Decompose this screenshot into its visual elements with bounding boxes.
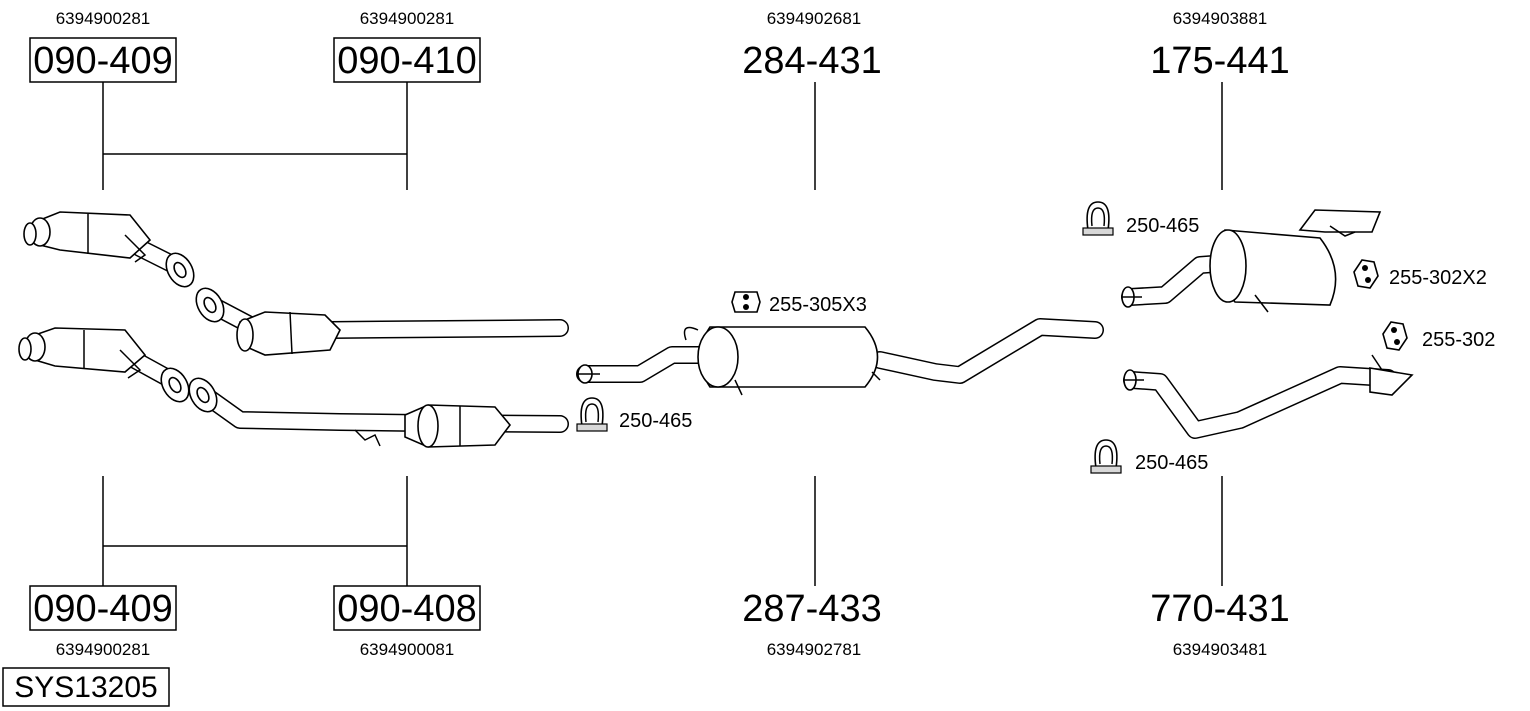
part-175-441-code[interactable]: 175-441 <box>1150 40 1289 82</box>
clamp-icon[interactable] <box>1082 201 1114 236</box>
part-090-409-bottom-box <box>29 585 177 631</box>
rear-silencer[interactable] <box>1121 209 1382 313</box>
rubber-ring-hanger-icon[interactable] <box>1353 259 1379 289</box>
front-pipe-upper[interactable] <box>191 283 569 356</box>
rubber-ring-hanger-icon[interactable] <box>1382 321 1408 351</box>
hanger-center-label[interactable]: 255-305X3 <box>769 294 867 316</box>
system-code: SYS13205 <box>14 671 157 704</box>
hanger-rear-top-label[interactable]: 255-302X2 <box>1389 267 1487 289</box>
part-287-433-code[interactable]: 287-433 <box>742 588 881 630</box>
catalytic-converter-upper-manifold[interactable] <box>23 211 199 292</box>
clamp-rear-top-label[interactable]: 250-465 <box>1126 215 1199 237</box>
part-090-409-top-oem: 6394900281 <box>56 9 151 28</box>
system-code-box <box>2 667 170 707</box>
rubber-hanger-icon[interactable] <box>731 291 761 313</box>
clamp-icon[interactable] <box>576 397 608 432</box>
tail-pipe[interactable] <box>1123 354 1414 439</box>
part-090-409-top-code[interactable]: 090-409 <box>33 40 172 82</box>
clamp-rear-bottom-label[interactable]: 250-465 <box>1135 452 1208 474</box>
catalytic-converter-lower-manifold[interactable] <box>18 327 194 407</box>
part-770-431-oem: 6394903481 <box>1173 640 1268 659</box>
part-284-431-oem: 6394902681 <box>767 9 862 28</box>
part-090-409-bottom-oem: 6394900281 <box>56 640 151 659</box>
clamp-icon[interactable] <box>1090 439 1122 474</box>
part-090-410-box <box>333 37 481 83</box>
part-090-409-top-box <box>29 37 177 83</box>
part-284-431-code[interactable]: 284-431 <box>742 40 881 82</box>
part-090-410-code[interactable]: 090-410 <box>337 40 476 82</box>
part-090-408-code[interactable]: 090-408 <box>337 588 476 630</box>
part-090-408-oem: 6394900081 <box>360 640 455 659</box>
part-287-433-oem: 6394902781 <box>767 640 862 659</box>
part-090-410-oem: 6394900281 <box>360 9 455 28</box>
part-090-409-bottom-code[interactable]: 090-409 <box>33 588 172 630</box>
hanger-rear-mid-label[interactable]: 255-302 <box>1422 329 1495 351</box>
part-090-408-box <box>333 585 481 631</box>
clamp-front-label[interactable]: 250-465 <box>619 410 692 432</box>
part-770-431-code[interactable]: 770-431 <box>1150 588 1289 630</box>
center-silencer[interactable] <box>576 318 1104 396</box>
front-pipe-lower[interactable] <box>184 373 569 448</box>
part-175-441-oem: 6394903881 <box>1173 9 1268 28</box>
